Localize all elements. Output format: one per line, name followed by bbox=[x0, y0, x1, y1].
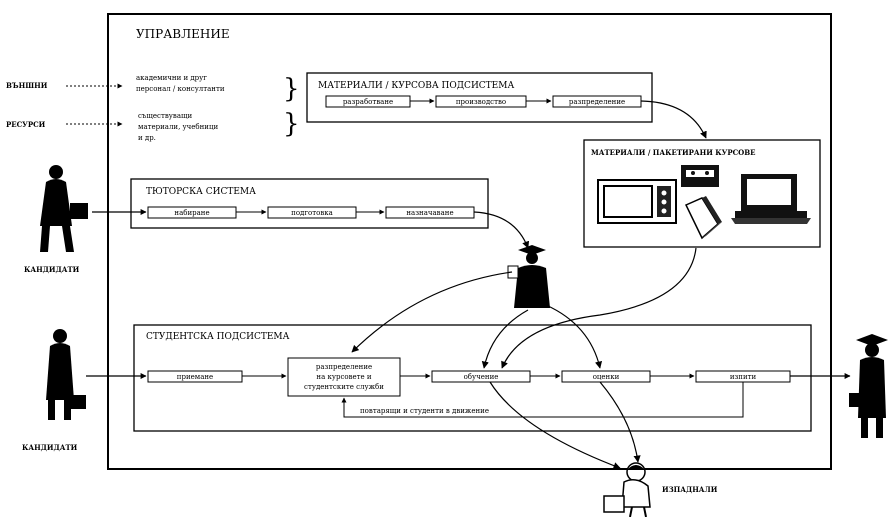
candidate-bottom-icon bbox=[46, 329, 86, 420]
resources-text-3: и др. bbox=[138, 134, 156, 142]
student-distribution-line-2: на курсовете и bbox=[316, 373, 371, 381]
candidates-bottom-label: КАНДИДАТИ bbox=[22, 443, 78, 452]
tutor-to-graduate-arrow bbox=[473, 211, 530, 249]
cassette-icon bbox=[681, 165, 719, 187]
student-subsystem-title: СТУДЕНТСКА ПОДСИСТЕМА bbox=[146, 332, 290, 342]
assess-dropout-arrow bbox=[599, 381, 641, 463]
feedback-label: повтарящи и студенти в движение bbox=[360, 407, 489, 415]
feedback-loop-line bbox=[341, 382, 744, 418]
student-step-exams-label: изпити bbox=[730, 373, 757, 381]
student-step-assess-label: оценки bbox=[593, 373, 620, 381]
brace-2: } bbox=[283, 109, 300, 139]
student-distribution-box bbox=[287, 357, 401, 397]
candidates-top-label: КАНДИДАТИ bbox=[24, 265, 80, 274]
tutor-system-box bbox=[130, 178, 489, 229]
student-step-admit-label: приемане bbox=[177, 373, 213, 381]
brace-1: } bbox=[283, 74, 300, 104]
student-distribution-line-3: студентските служби bbox=[304, 383, 384, 391]
book-icon bbox=[684, 196, 722, 240]
resources-text-2: материали, учебници bbox=[138, 123, 218, 131]
materials-to-packaged-arrow bbox=[640, 100, 707, 139]
tutor-to-distribution-arrow bbox=[351, 271, 513, 353]
computer-icon bbox=[731, 174, 811, 224]
student-distribution-line-1: разпределение bbox=[316, 363, 372, 371]
materials-step-produce-label: производство bbox=[456, 98, 506, 106]
tutor-to-assess-arrow bbox=[545, 304, 603, 369]
student-step-study-label: обучение bbox=[464, 373, 499, 381]
resources-label: РЕСУРСИ bbox=[6, 120, 46, 129]
external-text-1: академични и друг bbox=[136, 74, 207, 82]
tutor-system-title: ТЮТОРСКА СИСТЕМА bbox=[146, 187, 256, 197]
packaged-courses-title: МАТЕРИАЛИ / ПАКЕТИРАНИ КУРСОВЕ bbox=[591, 148, 756, 157]
tutor-figure-icon bbox=[507, 245, 550, 308]
materials-subsystem-title: МАТЕРИАЛИ / КУРСОВА ПОДСИСТЕМА bbox=[318, 81, 514, 91]
graduate-icon bbox=[849, 334, 888, 438]
study-dropout-arrow bbox=[489, 381, 621, 470]
tutor-step-recruit-label: набиране bbox=[174, 209, 209, 217]
management-frame bbox=[107, 13, 832, 470]
materials-step-distribute-label: разпределение bbox=[569, 98, 625, 106]
external-label: ВЪНШНИ bbox=[6, 81, 48, 90]
packaged-to-study-arrow bbox=[501, 247, 697, 369]
management-title: УПРАВЛЕНИЕ bbox=[136, 27, 230, 41]
materials-step-develop-label: разработване bbox=[343, 98, 393, 106]
tv-icon bbox=[597, 179, 677, 224]
tutor-step-assign-label: назначаване bbox=[406, 209, 453, 217]
dropout-figure-icon bbox=[603, 462, 651, 518]
external-text-2: персонал / консултанти bbox=[136, 85, 225, 93]
tutor-to-study-arrow bbox=[481, 309, 529, 369]
dropouts-label: ИЗПАДНАЛИ bbox=[662, 485, 718, 494]
tutor-step-prepare-label: подготовка bbox=[291, 209, 333, 217]
resources-text-1: съществуващи bbox=[138, 112, 192, 120]
candidate-top-icon bbox=[40, 165, 88, 252]
